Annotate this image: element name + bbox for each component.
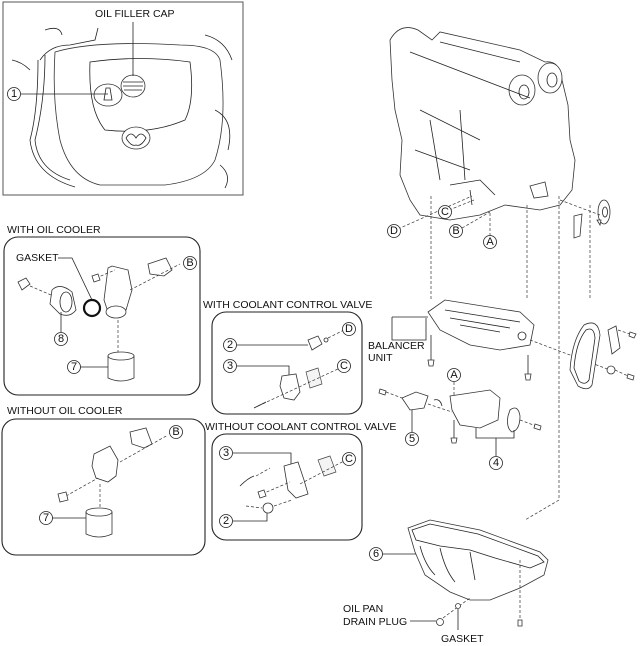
ref-b-main: B [452,225,459,237]
camshaft-sprocket-1 [508,74,536,106]
oil-pan-drain-plug-label-2: DRAIN PLUG [343,616,407,628]
with-coolant-control-valve-heading: WITH COOLANT CONTROL VALVE [203,299,372,311]
ref-c-main: C [441,206,449,218]
bracket-icon-2 [129,427,153,449]
callout-4: 4 [493,457,499,469]
engine-assembly: D C B A BALANCER UNIT A [343,27,637,645]
callout-3-no-ccv: 3 [223,447,229,459]
callout-8: 8 [58,333,64,345]
ref-a-main: A [486,236,494,248]
oil-filter-icon-2 [85,511,113,538]
callout-1-circle [7,87,21,101]
ref-d-ccv: D [345,323,353,335]
callout-7-no-cooler: 7 [43,512,49,524]
oil-pump [449,389,501,429]
ccv-gasket-icon [305,367,323,389]
balancer-unit [427,299,535,351]
drain-plug-icon [436,618,444,626]
drive-chain [569,322,601,390]
callout-2-ccv: 2 [227,339,233,351]
chain-tensioner [607,325,621,355]
gasket-icon-no-ccv [317,455,337,477]
callout-5: 5 [409,433,415,445]
without-oil-cooler-frame [1,418,206,556]
oil-filter-icon [107,355,135,382]
water-outlet-icon [283,461,309,499]
oil-pan-bolt [517,619,523,627]
oil-level-gauge-icon [103,87,113,101]
camshaft-sprocket-2 [537,62,563,94]
oil-strainer [401,391,429,411]
callout-6: 6 [373,548,379,560]
ref-c-ccv: C [340,360,348,372]
balancer-bolt-1 [427,359,435,367]
without-coolant-control-valve-panel: WITHOUT COOLANT CONTROL VALVE 3 C 2 [205,421,396,541]
ref-b-no-cooler: B [172,426,179,438]
engine-cover-drawing [11,27,233,189]
ref-a-oil-pump: A [450,369,458,381]
without-oil-cooler-heading: WITHOUT OIL COOLER [7,405,123,417]
without-coolant-control-valve-heading: WITHOUT COOLANT CONTROL VALVE [205,421,396,433]
callout-1: 1 [11,88,17,100]
callout-7-oil-cooler: 7 [71,361,77,373]
callout-3-ccv: 3 [227,360,233,372]
without-oil-cooler-panel: WITHOUT OIL COOLER B 7 [1,405,206,556]
bracket-icon [147,257,173,277]
ref-c-no-ccv: C [345,453,353,465]
oil-pan-drain-plug-label-1: OIL PAN [343,603,383,615]
with-oil-cooler-panel: WITH OIL COOLER GASKET B 8 7 [3,224,201,396]
drain-gasket-label: GASKET [441,633,484,645]
with-coolant-control-valve-panel: WITH COOLANT CONTROL VALVE 2 D 3 C [203,299,372,415]
balancer-unit-label-2: UNIT [368,352,393,364]
engine-cover-panel: OIL FILLER CAP 1 [2,1,244,196]
with-coolant-control-valve-frame [211,311,363,415]
without-coolant-control-valve-frame [211,433,363,541]
callout-2-no-ccv: 2 [223,515,229,527]
oil-pump-sprocket [507,407,521,433]
coolant-control-valve-icon [279,373,301,401]
with-oil-cooler-heading: WITH OIL COOLER [7,224,101,236]
ref-d-main: D [390,225,398,237]
oil-cooler-gasket-icon [82,298,102,318]
cooler-bolt-icon [17,277,31,291]
oil-filler-cap-label: OIL FILLER CAP [95,8,175,20]
ref-b-oil-cooler: B [186,257,193,269]
chain-guide-icon [573,213,583,239]
drain-gasket-icon [455,603,461,609]
balancer-unit-label-1: BALANCER [368,340,425,352]
gasket-label-oil-cooler: GASKET [16,252,59,264]
engine-cover-frame [2,1,244,196]
balancer-bolt-2 [524,373,532,381]
with-oil-cooler-frame [3,236,201,396]
oil-pan [407,519,549,601]
sensor-icon [307,335,323,351]
oil-level-gauge-opening [93,83,123,107]
oil-filter-body-icon-2 [91,445,119,483]
crankshaft-nose [529,181,549,199]
engine-cover [53,43,224,186]
crank-sprocket-icon [597,199,611,225]
idler-icon [606,365,616,375]
thermo-sensor-icon [262,502,274,514]
